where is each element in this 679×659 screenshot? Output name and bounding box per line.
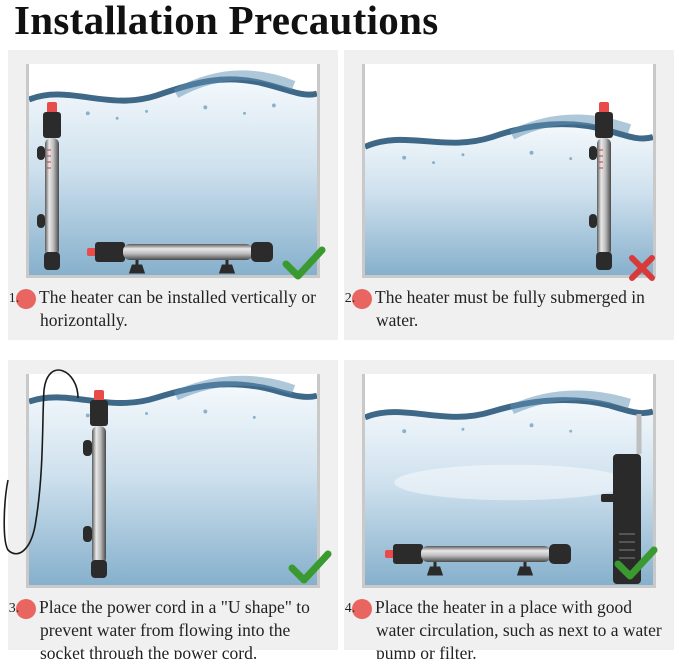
caption-2: 2.The heater must be fully submerged in … <box>345 286 670 332</box>
panel-vertical-horizontal: 1.The heater can be installed vertically… <box>8 50 338 340</box>
check-icon <box>282 246 326 280</box>
caption-1: 1.The heater can be installed vertically… <box>9 286 334 332</box>
power-cord-icon <box>3 369 79 555</box>
heater-icon <box>589 102 613 270</box>
panel-power-cord: 3.Place the power cord in a "U shape" to… <box>3 360 338 659</box>
caption-3: 3.Place the power cord in a "U shape" to… <box>9 596 334 659</box>
aquarium-tank <box>26 64 320 278</box>
caption-text: The heater must be fully submerged in wa… <box>375 287 645 330</box>
step-number-badge: 3. <box>9 599 36 619</box>
caption-4: 4.Place the heater in a place with good … <box>345 596 670 659</box>
heater-icon <box>83 390 108 578</box>
heater-horizontal-icon <box>87 242 273 274</box>
heater-horizontal-icon <box>385 544 571 576</box>
check-icon <box>288 550 332 584</box>
panel-circulation: 4.Place the heater in a place with good … <box>344 360 674 659</box>
heater-icon <box>37 102 61 270</box>
aquarium-illustration <box>365 390 653 585</box>
check-icon <box>614 546 658 580</box>
aquarium-illustration <box>29 70 317 275</box>
step-number-badge: 4. <box>345 599 372 619</box>
page-title: Installation Precautions <box>14 0 439 43</box>
aquarium-illustration <box>365 114 653 275</box>
filter-pump-icon <box>601 414 642 584</box>
panel-submerged: 2.The heater must be fully submerged in … <box>344 50 674 340</box>
aquarium-tank <box>26 374 320 588</box>
step-number-badge: 2. <box>345 289 372 309</box>
step-number-badge: 1. <box>9 289 36 309</box>
aquarium-tank <box>362 64 656 278</box>
caption-text: The heater can be installed vertically o… <box>39 287 316 330</box>
caption-text: Place the heater in a place with good wa… <box>375 597 662 659</box>
cross-icon <box>629 255 655 281</box>
aquarium-tank <box>362 374 656 588</box>
caption-text: Place the power cord in a "U shape" to p… <box>39 597 310 659</box>
